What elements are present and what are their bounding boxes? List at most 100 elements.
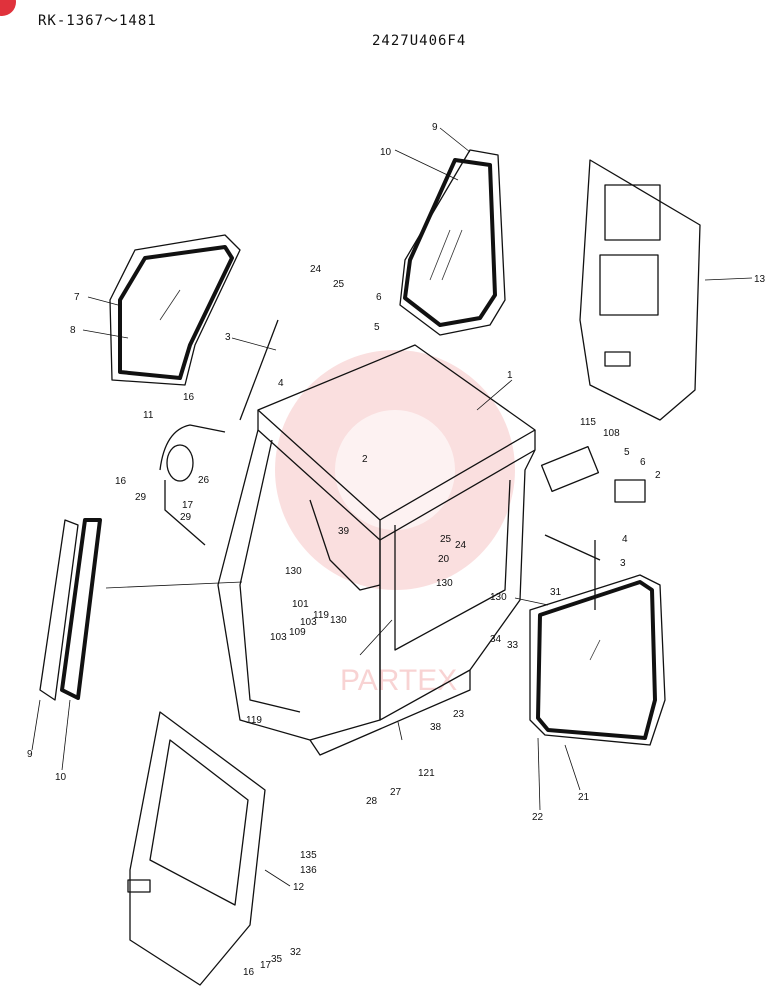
- front-glass-frame: [529, 574, 666, 746]
- serial-range-label: RK-1367～1481: [38, 13, 157, 29]
- lead-130-left: [105, 581, 243, 589]
- callout: 130: [285, 566, 302, 577]
- rear-window-glare: [159, 289, 181, 321]
- callout: 119: [246, 715, 262, 726]
- callout: 26: [198, 475, 210, 486]
- callout: 3: [225, 332, 231, 343]
- rear-window-assembly: [109, 234, 241, 386]
- callout: 38: [430, 722, 442, 733]
- callout: 25: [440, 534, 452, 545]
- right-door-upper-glass: [604, 184, 661, 241]
- part-callouts: 1 2 2 3 3 4 4 5 5 6 6 7 8 9 9 10 10 11 1…: [27, 122, 766, 978]
- front-right-glass-assembly: [529, 574, 666, 746]
- callout: 2: [655, 470, 661, 481]
- callout: 29: [135, 492, 147, 503]
- callout: 9: [27, 749, 33, 760]
- callout: 33: [507, 640, 519, 651]
- callout: 10: [55, 772, 67, 783]
- hardware: [159, 319, 646, 610]
- rear-door-panel: [129, 711, 266, 986]
- lead-23: [359, 619, 393, 656]
- callout: 6: [376, 292, 382, 303]
- lead-121: [397, 721, 403, 741]
- cab-floor-edge: [309, 670, 471, 756]
- callout: 20: [438, 554, 450, 565]
- callout: 130: [436, 578, 453, 589]
- top-window-seal: [403, 158, 497, 327]
- lead-3-left: [231, 337, 277, 351]
- cab-body: [217, 344, 536, 756]
- wiper-motor-bracket: [540, 446, 600, 492]
- callout: 3: [620, 558, 626, 569]
- callout: 130: [330, 615, 347, 626]
- rear-door: [127, 711, 266, 986]
- callout: 16: [115, 476, 127, 487]
- right-door-panel: [579, 159, 701, 421]
- right-door: [579, 159, 701, 421]
- lead-22: [537, 737, 541, 811]
- left-lower-seal: [60, 518, 102, 700]
- lead-12: [264, 869, 291, 887]
- callout: 119: [313, 610, 329, 621]
- top-window-glare-2: [441, 229, 463, 281]
- callout: 34: [490, 634, 502, 645]
- callout: 24: [455, 540, 467, 551]
- callout: 22: [532, 812, 544, 823]
- callout: 1: [507, 370, 513, 381]
- callout: 31: [550, 587, 562, 598]
- callout: 24: [310, 264, 322, 275]
- callout: 32: [290, 947, 302, 958]
- callout: 28: [366, 796, 378, 807]
- callout: 136: [300, 865, 317, 876]
- drawing-code: 2427U406F4: [372, 33, 467, 49]
- right-door-lower-glass: [599, 254, 659, 316]
- callout: 4: [278, 378, 284, 389]
- callout: 7: [74, 292, 80, 303]
- lead-9-top: [439, 127, 471, 153]
- mirror-stay: [159, 424, 226, 471]
- callout: 103: [270, 632, 287, 643]
- callout: 11: [143, 410, 154, 421]
- cab-roof-edge: [379, 430, 536, 541]
- cab-seat-outline: [309, 499, 381, 591]
- callout: 115: [580, 417, 596, 428]
- callout: 13: [754, 274, 766, 285]
- callout: 101: [292, 599, 309, 610]
- callout: 4: [622, 534, 628, 545]
- mirror-head: [166, 444, 194, 482]
- callout: 17: [260, 960, 272, 971]
- watermark-text: PARTEX: [340, 664, 457, 697]
- left-lower-glass-assembly: [39, 518, 102, 701]
- callout: 108: [603, 428, 620, 439]
- callout: 17: [182, 500, 194, 511]
- lead-10-top: [394, 149, 459, 181]
- callout: 12: [293, 882, 305, 893]
- lead-7: [87, 296, 119, 306]
- callout: 39: [338, 526, 350, 537]
- front-glass-glare: [589, 639, 601, 661]
- watermark: PARTEX: [275, 350, 515, 697]
- callout: 103: [300, 617, 317, 628]
- rear-window-frame: [109, 234, 241, 386]
- callout: 27: [390, 787, 402, 798]
- callout: 135: [300, 850, 317, 861]
- lead-21: [564, 744, 581, 791]
- cab-front-opening: [394, 479, 511, 651]
- callout: 21: [578, 792, 590, 803]
- lead-13: [704, 277, 753, 281]
- lead-8: [82, 329, 129, 339]
- callout: 16: [183, 392, 195, 403]
- lead-1: [476, 379, 513, 411]
- left-wiper-arm: [239, 319, 279, 421]
- rear-window-seal: [118, 245, 234, 380]
- rear-door-window: [149, 739, 249, 906]
- callout: 10: [380, 147, 392, 158]
- watermark-gear-hole: [335, 410, 455, 530]
- callout: 121: [418, 768, 435, 779]
- top-window-assembly: [399, 149, 506, 336]
- lead-31: [514, 597, 549, 606]
- callout: 23: [453, 709, 465, 720]
- rear-door-handle: [127, 879, 151, 893]
- right-door-handle: [604, 351, 631, 367]
